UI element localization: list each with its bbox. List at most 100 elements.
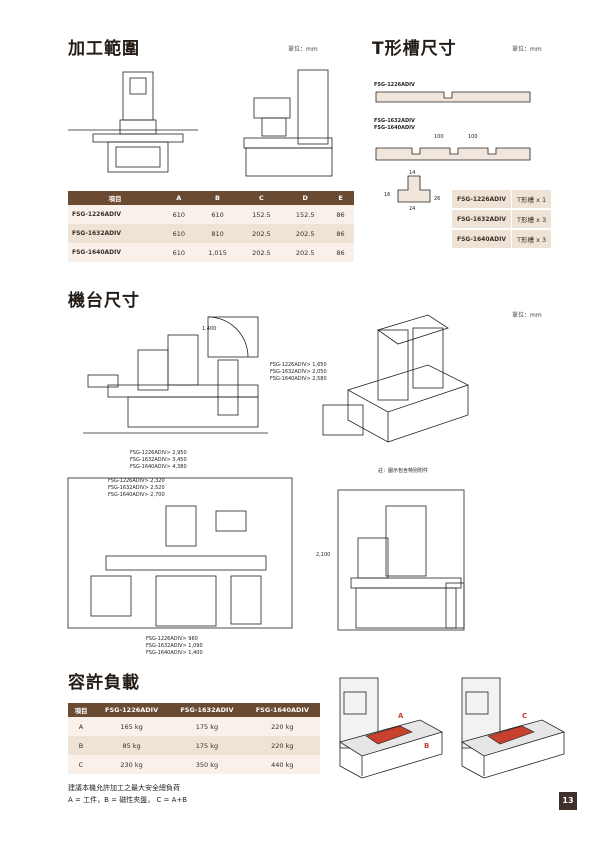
tslot-cell: T形槽 x 3: [511, 209, 552, 230]
range-cell: 202.5: [239, 224, 284, 243]
tslot-dim: 100: [468, 134, 478, 140]
dim-text: FSG-1640ADIV> 2,700: [108, 492, 165, 498]
range-cell: 1,015: [195, 243, 240, 262]
part-label-a: A: [398, 712, 404, 720]
load-cell: 230 kg: [93, 755, 170, 774]
tslot-section-drawing: [397, 175, 431, 203]
load-cell: 165 kg: [93, 717, 170, 736]
table-row: FSG-1226ADIV T形槽 x 1: [452, 190, 552, 210]
range-cell: 610: [161, 224, 196, 243]
part-label-c: C: [522, 712, 528, 720]
range-cell: FSG-1226ADIV: [68, 205, 162, 224]
tslot-table: FSG-1226ADIV T形槽 x 1 FSG-1632ADIV T形槽 x …: [452, 190, 552, 250]
slot-dim: 14: [409, 170, 416, 176]
tslot-label-1226: FSG-1226ADIV: [374, 82, 415, 88]
table-row: FSG-1632ADIV T形槽 x 3: [452, 209, 552, 230]
range-cell: 202.5: [239, 243, 284, 262]
range-header: E: [327, 191, 354, 205]
range-header: D: [283, 191, 328, 205]
table-row: FSG-1640ADIV T形槽 x 3: [452, 229, 552, 250]
unit-label: 單位：mm: [512, 46, 542, 53]
range-header: B: [195, 191, 240, 205]
section-title-load: 容許負載: [68, 673, 140, 693]
tslot-label-1632: FSG-1632ADIV: [374, 118, 415, 124]
dim-text: FSG-1226ADIV> 2,950: [130, 450, 187, 456]
machine-side-drawing: [337, 489, 465, 631]
dim-text: FSG-1632ADIV> 2,520: [108, 485, 165, 491]
tslot-dim: 100: [434, 134, 444, 140]
dim-text: 1,400: [202, 326, 217, 332]
load-cell: B: [68, 736, 94, 755]
machine-top-drawing: [67, 477, 293, 629]
tslot-cell: FSG-1226ADIV: [452, 190, 513, 210]
range-table: 項目 A B C D E FSG-1226ADIV 610 610 152.5 …: [68, 191, 354, 262]
range-cell: 810: [195, 224, 240, 243]
range-cell: 86: [327, 224, 354, 243]
table-row: C 230 kg 350 kg 440 kg: [68, 755, 320, 774]
load-header: FSG-1226ADIV: [93, 703, 170, 717]
work-range-front-drawing: [68, 71, 198, 173]
tslot-cell: FSG-1640ADIV: [452, 229, 513, 250]
range-cell: 86: [327, 243, 354, 262]
tslot-1632-drawing: [375, 147, 531, 161]
dim-text: FSG-1226ADIV> 2,320: [108, 478, 165, 484]
unit-label: 單位：mm: [288, 46, 318, 53]
iso-caption: 註：圖示包含特別附件: [378, 468, 429, 474]
range-cell: 202.5: [283, 243, 328, 262]
range-cell: 86: [327, 205, 354, 224]
table-row: FSG-1640ADIV 610 1,015 202.5 202.5 86: [68, 243, 354, 262]
load-cell: 350 kg: [169, 755, 245, 774]
dim-text: FSG-1640ADIV> 4,380: [130, 464, 187, 470]
range-cell: FSG-1640ADIV: [68, 243, 162, 262]
section-title-tslot: T形槽尺寸: [372, 39, 457, 59]
dim-text: 2,100: [316, 552, 331, 558]
range-cell: 610: [195, 205, 240, 224]
dim-text: FSG-1226ADIV> 1,650: [270, 362, 327, 368]
load-header: 項目: [68, 703, 94, 717]
load-cell: 220 kg: [244, 736, 320, 755]
slot-dim: 16: [384, 192, 391, 198]
range-cell: 202.5: [283, 224, 328, 243]
dim-text: FSG-1632ADIV> 2,050: [270, 369, 327, 375]
load-header: FSG-1632ADIV: [169, 703, 245, 717]
load-header: FSG-1640ADIV: [244, 703, 320, 717]
range-cell: 610: [161, 243, 196, 262]
load-cell: 440 kg: [244, 755, 320, 774]
range-header: C: [239, 191, 284, 205]
machine-front-drawing: [83, 316, 268, 434]
load-cell: C: [68, 755, 94, 774]
range-header: A: [161, 191, 196, 205]
section-title-work-range: 加工範圍: [68, 39, 140, 59]
tslot-1226-drawing: [375, 91, 531, 103]
slot-dim: 24: [409, 206, 416, 212]
dim-text: FSG-1632ADIV> 1,090: [146, 643, 203, 649]
tslot-cell: FSG-1632ADIV: [452, 209, 513, 230]
load-illustration-c: [461, 677, 566, 779]
dim-text: FSG-1640ADIV> 2,580: [270, 376, 327, 382]
load-illustration-ab: [339, 677, 444, 779]
tslot-label-1640: FSG-1640ADIV: [374, 125, 415, 131]
work-range-side-drawing: [243, 69, 333, 177]
table-row: B 85 kg 175 kg 220 kg: [68, 736, 320, 755]
tslot-cell: T形槽 x 1: [511, 190, 552, 210]
part-label-b: B: [424, 742, 430, 750]
load-note: 建議本機允許加工之最大安全總負荷: [68, 784, 180, 792]
load-cell: 175 kg: [169, 717, 245, 736]
load-table: 項目 FSG-1226ADIV FSG-1632ADIV FSG-1640ADI…: [68, 703, 320, 774]
table-row: FSG-1632ADIV 610 810 202.5 202.5 86: [68, 224, 354, 243]
load-cell: 220 kg: [244, 717, 320, 736]
load-cell: 85 kg: [93, 736, 170, 755]
unit-label: 單位：mm: [512, 312, 542, 319]
range-cell: 152.5: [239, 205, 284, 224]
range-cell: FSG-1632ADIV: [68, 224, 162, 243]
load-cell: A: [68, 717, 94, 736]
machine-iso-drawing-1: [322, 314, 470, 443]
load-note-legend: A = 工件，B = 磁性夾盤， C = A+B: [68, 796, 188, 804]
range-cell: 610: [161, 205, 196, 224]
dim-text: FSG-1632ADIV> 3,450: [130, 457, 187, 463]
page-number: 13: [559, 792, 577, 810]
range-header: 項目: [68, 191, 162, 205]
dim-text: FSG-1226ADIV> 960: [146, 636, 198, 642]
tslot-cell: T形槽 x 3: [511, 229, 552, 250]
table-row: FSG-1226ADIV 610 610 152.5 152.5 86: [68, 205, 354, 224]
